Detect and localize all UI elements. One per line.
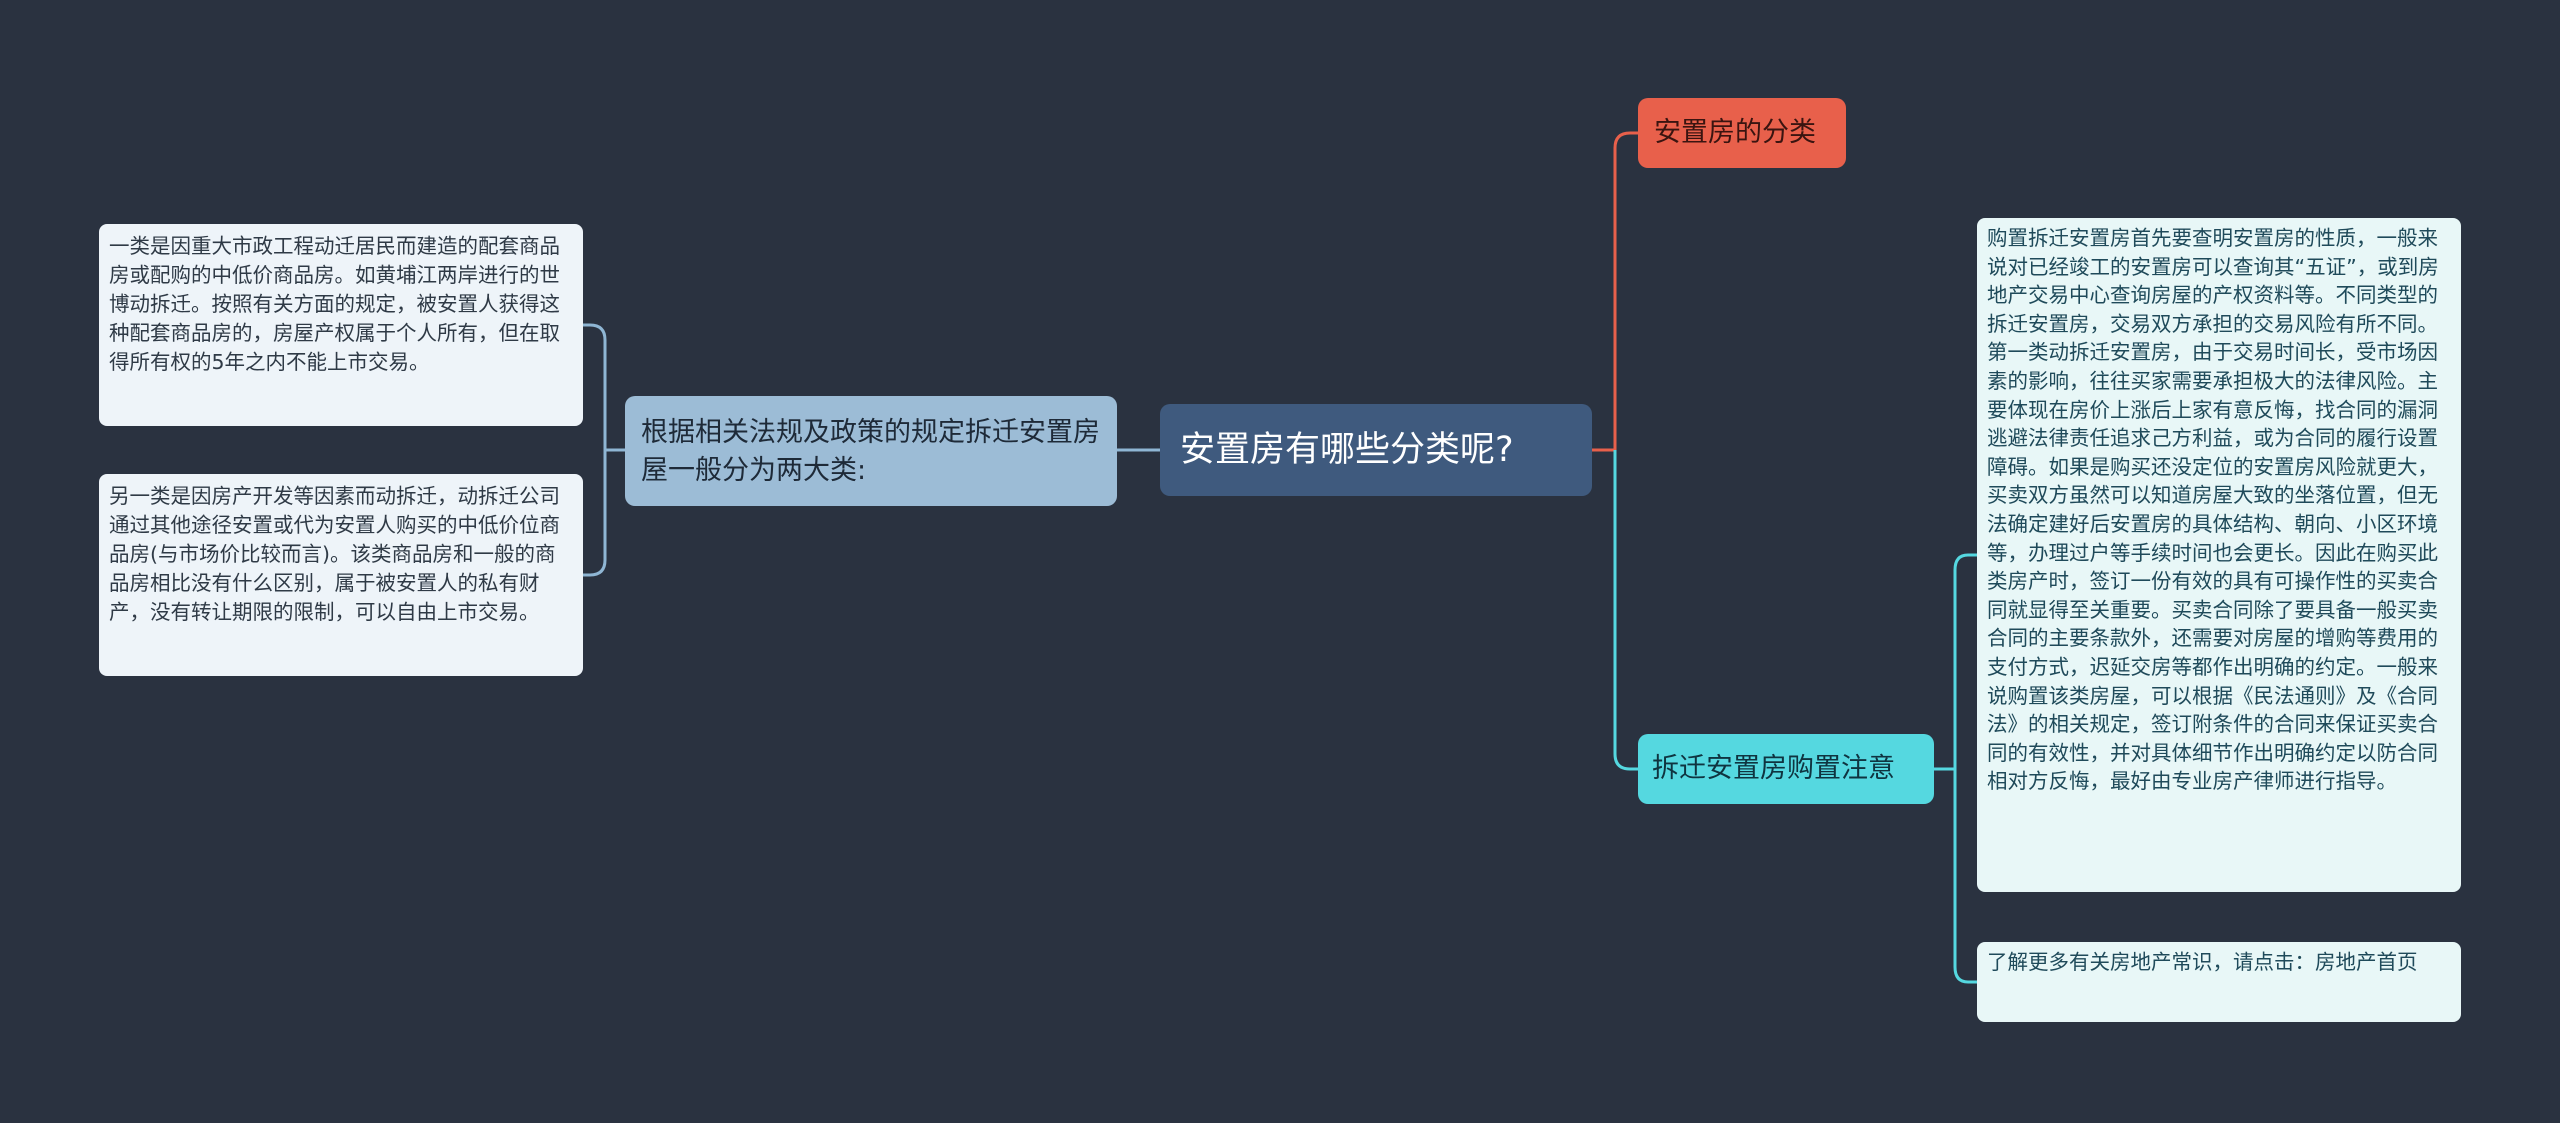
branch-purchase-notes[interactable]: 拆迁安置房购置注意 <box>1638 734 1934 804</box>
leaf-category-two[interactable]: 另一类是因房产开发等因素而动拆迁，动拆迁公司通过其他途径安置或代为安置人购买的中… <box>99 474 583 676</box>
left-branch-topic[interactable]: 根据相关法规及政策的规定拆迁安置房屋一般分为两大类: <box>625 396 1117 506</box>
central-topic[interactable]: 安置房有哪些分类呢? <box>1160 404 1592 496</box>
leaf-category-one[interactable]: 一类是因重大市政工程动迁居民而建造的配套商品房或配购的中低价商品房。如黄埔江两岸… <box>99 224 583 426</box>
detail-purchase-advice[interactable]: 购置拆迁安置房首先要查明安置房的性质，一般来说对已经竣工的安置房可以查询其“五证… <box>1977 218 2461 892</box>
branch-classification[interactable]: 安置房的分类 <box>1638 98 1846 168</box>
detail-more-info-link[interactable]: 了解更多有关房地产常识，请点击：房地产首页 <box>1977 942 2461 1022</box>
